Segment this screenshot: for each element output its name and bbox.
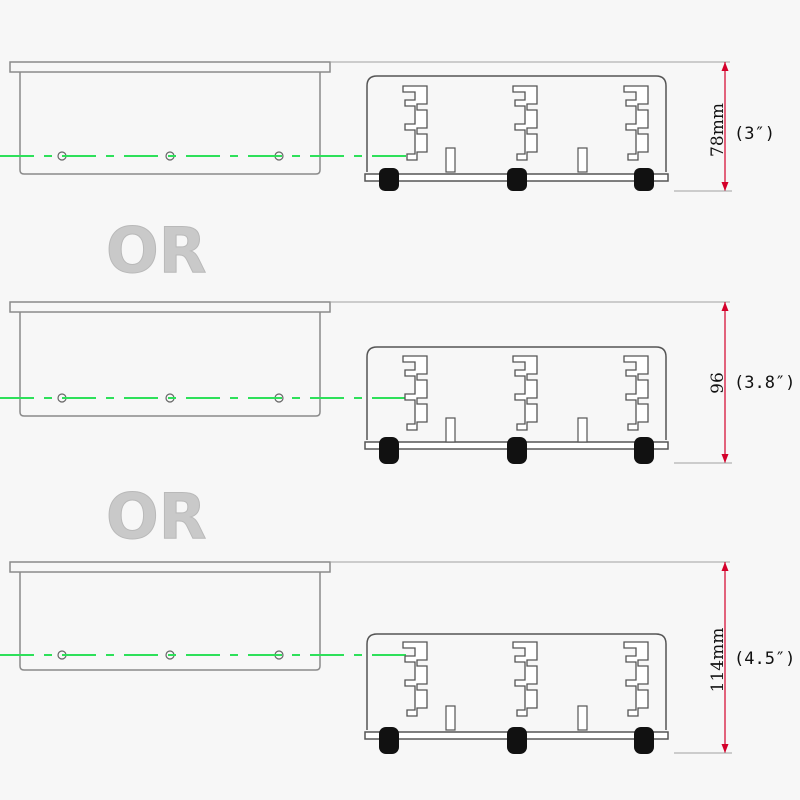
- spacer-tab: [445, 705, 456, 731]
- side-view: [364, 633, 669, 754]
- spacer-tab: [445, 147, 456, 173]
- rubber-foot: [634, 727, 654, 754]
- rubber-foot: [507, 727, 527, 754]
- height-dimension: [674, 562, 732, 754]
- variant-96mm: 96 (3.8″): [0, 301, 795, 464]
- hook-bracket: [402, 641, 428, 717]
- side-view: [364, 346, 669, 464]
- inch-label: (4.5″): [734, 649, 795, 669]
- height-dimension: [674, 302, 732, 464]
- side-frame: [366, 633, 667, 730]
- front-top-plate: [9, 561, 331, 573]
- height-label: 114mm: [708, 628, 728, 693]
- height-label: 78mm: [708, 103, 728, 157]
- front-top-plate: [9, 61, 331, 73]
- side-view: [364, 75, 669, 191]
- rubber-foot: [379, 168, 399, 191]
- rubber-foot: [507, 437, 527, 464]
- separator-or: OR: [106, 480, 206, 553]
- spacer-tab: [577, 147, 588, 173]
- front-view: [9, 61, 331, 175]
- hook-bracket: [512, 641, 538, 717]
- rubber-foot: [634, 168, 654, 191]
- rubber-foot: [507, 168, 527, 191]
- height-label: 96: [708, 372, 728, 394]
- variant-114mm: 114mm (4.5″): [0, 561, 795, 754]
- hook-bracket: [623, 355, 649, 431]
- hook-bracket: [402, 85, 428, 161]
- hook-bracket: [623, 641, 649, 717]
- spacer-tab: [445, 417, 456, 443]
- height-dimension: [674, 62, 732, 192]
- spacer-tab: [577, 417, 588, 443]
- rubber-foot: [379, 727, 399, 754]
- rubber-foot: [379, 437, 399, 464]
- hook-bracket: [512, 85, 538, 161]
- hook-bracket: [512, 355, 538, 431]
- separator-or: OR: [106, 214, 206, 287]
- hook-bracket: [402, 355, 428, 431]
- front-top-plate: [9, 301, 331, 313]
- side-frame: [366, 75, 667, 172]
- rubber-foot: [634, 437, 654, 464]
- side-frame: [366, 346, 667, 440]
- variant-78mm: 78mm (3″): [0, 61, 775, 192]
- front-view: [9, 561, 331, 671]
- inch-label: (3″): [734, 124, 775, 144]
- spacer-tab: [577, 705, 588, 731]
- hook-bracket: [623, 85, 649, 161]
- front-body: [19, 72, 321, 175]
- front-body: [19, 312, 321, 417]
- front-body: [19, 572, 321, 671]
- inch-label: (3.8″): [734, 373, 795, 393]
